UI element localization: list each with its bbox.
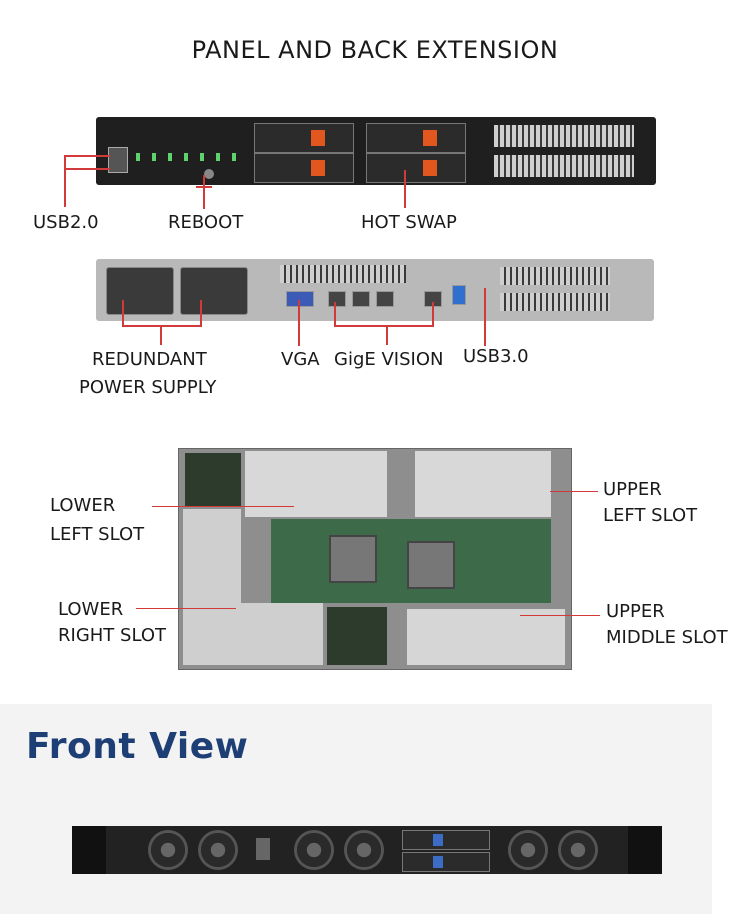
rack-ear-left	[72, 826, 106, 874]
lower-right-riser	[183, 603, 323, 665]
usb2-ports	[108, 147, 128, 173]
upper-middle-label-1: UPPER	[606, 601, 665, 622]
hot-swap-bay-2	[254, 153, 354, 183]
fan-icon	[508, 830, 548, 870]
cpu-2	[407, 541, 455, 589]
gige-port-1	[328, 291, 346, 307]
upper-middle-riser	[415, 451, 551, 517]
fan-icon	[344, 830, 384, 870]
drive-cage	[183, 509, 241, 605]
hot-swap-bay-3	[366, 123, 466, 153]
redundant-label-line1: REDUNDANT	[92, 349, 207, 370]
fan-block	[185, 453, 241, 507]
fan-icon	[294, 830, 334, 870]
server-front-view-image	[72, 826, 662, 874]
vga-label: VGA	[281, 349, 320, 370]
lower-right-label-2: RIGHT SLOT	[58, 625, 166, 646]
lower-left-label-2: LEFT SLOT	[50, 524, 145, 545]
upper-left-label-2: LEFT SLOT	[603, 505, 698, 526]
front-view-background	[0, 704, 712, 914]
rear-vent-right-upper	[500, 267, 610, 285]
hot-swap-bay-4	[366, 153, 466, 183]
upper-right-riser	[407, 609, 565, 665]
usb3-label: USB3.0	[463, 346, 529, 367]
power-supply-1	[106, 267, 174, 315]
usb2-label: USB2.0	[33, 212, 99, 233]
fan-icon	[148, 830, 188, 870]
redundant-label-line2: POWER SUPPLY	[79, 377, 217, 398]
rear-vent-left	[280, 265, 406, 283]
cpu-1	[329, 535, 377, 583]
reboot-button	[204, 169, 214, 179]
lower-fan	[327, 607, 387, 665]
rear-vent-right-lower	[500, 293, 610, 311]
front-view-title: Front View	[26, 726, 249, 767]
lower-left-label-1: LOWER	[50, 495, 116, 516]
server-front-panel-image	[96, 117, 656, 185]
status-leds	[136, 153, 236, 161]
gige-port-3	[376, 291, 394, 307]
front-vent-upper	[494, 125, 634, 147]
upper-left-riser	[245, 451, 387, 517]
reboot-label: REBOOT	[168, 212, 244, 233]
hot-swap-label: HOT SWAP	[361, 212, 457, 233]
rack-ear-right	[628, 826, 662, 874]
hot-swap-bay-1	[254, 123, 354, 153]
fan-icon	[198, 830, 238, 870]
fan-icon	[558, 830, 598, 870]
gige-label: GigE VISION	[334, 349, 444, 370]
page-title: PANEL AND BACK EXTENSION	[191, 36, 559, 64]
usb-ports	[256, 838, 270, 860]
lower-right-label-1: LOWER	[58, 599, 124, 620]
usb3-ports	[452, 285, 466, 305]
gige-port-2	[352, 291, 370, 307]
server-rear-panel-image	[96, 259, 654, 321]
vga-port	[286, 291, 314, 307]
front-vent-lower	[494, 155, 634, 177]
upper-left-label-1: UPPER	[603, 479, 662, 500]
upper-middle-label-2: MIDDLE SLOT	[606, 627, 728, 648]
server-interior-image	[178, 448, 572, 670]
front-bay-upper	[402, 830, 490, 850]
power-supply-2	[180, 267, 248, 315]
front-bay-lower	[402, 852, 490, 872]
